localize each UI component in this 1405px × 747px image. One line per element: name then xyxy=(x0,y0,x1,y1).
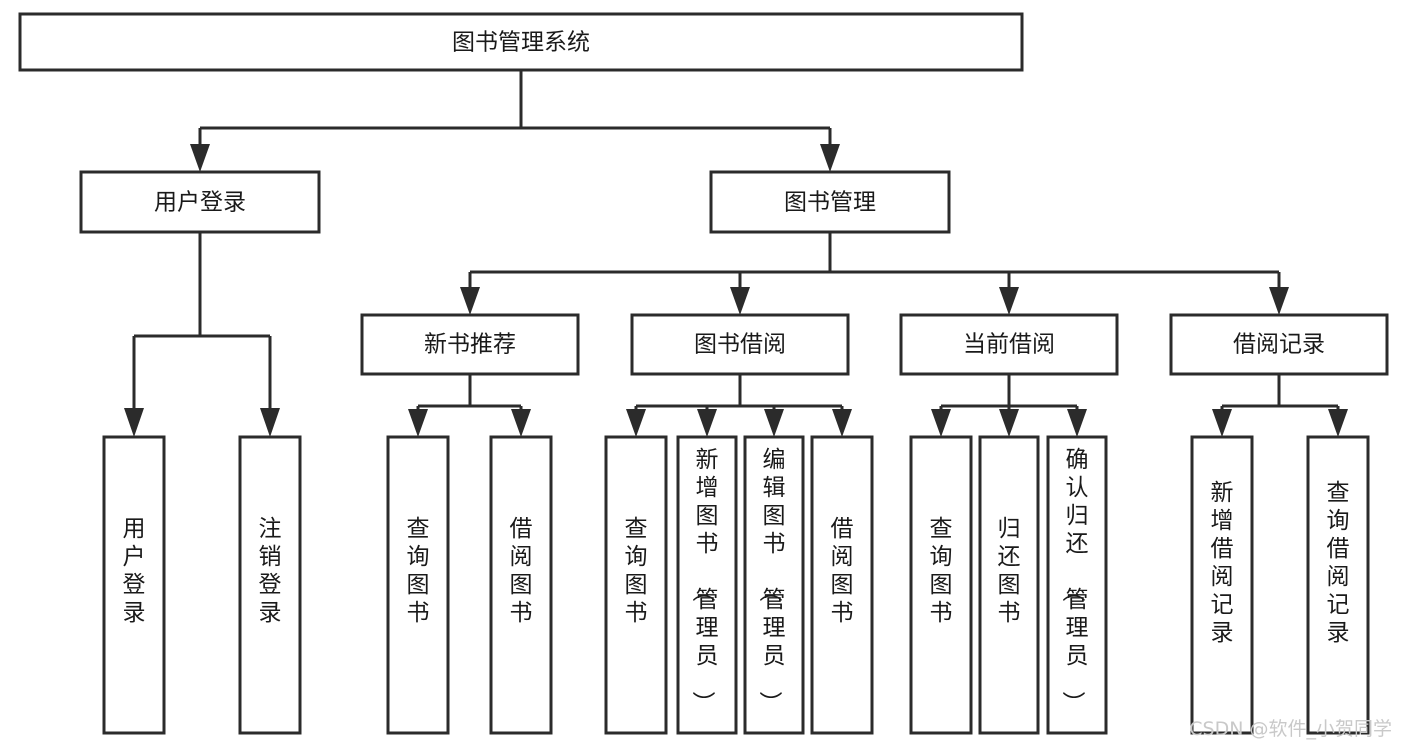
node-current-borrow-label: 当前借阅 xyxy=(963,332,1055,358)
node-leaf-borrow-book-b-box[interactable] xyxy=(810,435,874,735)
arrow-root-to-user-login xyxy=(190,144,210,172)
node-leaf-add-borrow-record[interactable]: 新增借阅记录 xyxy=(1190,435,1254,735)
node-borrow-records-box[interactable] xyxy=(1169,313,1389,376)
node-book-management[interactable]: 图书管理 xyxy=(709,170,951,234)
node-book-borrow-box[interactable] xyxy=(630,313,850,376)
node-leaf-add-book[interactable]: 新增图书（管理员） xyxy=(676,435,738,735)
node-leaf-query-book-a-box[interactable] xyxy=(386,435,450,735)
node-leaf-add-borrow-record-box[interactable] xyxy=(1190,435,1254,735)
arrow-borrow-leaf-0 xyxy=(626,409,646,437)
node-leaf-return-book[interactable]: 归还图书 xyxy=(978,435,1040,735)
node-leaf-query-borrow-record-box[interactable] xyxy=(1306,435,1370,735)
node-new-book-recommend-label: 新书推荐 xyxy=(424,332,516,358)
node-leaf-edit-book[interactable]: 编辑图书（管理员） xyxy=(743,435,805,735)
arrow-new-book-leaf-1 xyxy=(511,409,531,437)
node-leaf-query-book-b-box[interactable] xyxy=(604,435,668,735)
arrow-current-leaf-2 xyxy=(1067,409,1087,437)
node-leaf-user-login-label: 用户登录 xyxy=(123,516,146,626)
node-leaf-borrow-book-a[interactable]: 借阅图书 xyxy=(489,435,553,735)
node-leaf-confirm-return[interactable]: 确认归还（管理员） xyxy=(1046,435,1108,735)
node-leaf-logout[interactable]: 注销登录 xyxy=(238,435,302,735)
node-leaf-query-book-c-box[interactable] xyxy=(909,435,973,735)
arrow-borrow-leaf-3 xyxy=(832,409,852,437)
node-book-management-label: 图书管理 xyxy=(784,190,876,216)
node-book-borrow[interactable]: 图书借阅 xyxy=(630,313,850,376)
node-borrow-records-label: 借阅记录 xyxy=(1233,332,1325,358)
arrow-current-leaf-0 xyxy=(931,409,951,437)
node-root-box[interactable] xyxy=(18,12,1024,72)
node-root[interactable]: 图书管理系统 xyxy=(18,12,1024,72)
node-leaf-query-book-a[interactable]: 查询图书 xyxy=(386,435,450,735)
node-root-label: 图书管理系统 xyxy=(452,30,590,56)
arrow-records-leaf-0 xyxy=(1212,409,1232,437)
arrow-book-mgmt-records xyxy=(1269,287,1289,315)
node-leaf-add-book-box[interactable] xyxy=(676,435,738,735)
arrow-book-mgmt-borrow xyxy=(730,287,750,315)
csdn-watermark: CSDN @软件_小贺同学 xyxy=(1189,718,1392,740)
node-leaf-query-book-c-label: 查询图书 xyxy=(930,516,953,626)
node-leaf-user-login-box[interactable] xyxy=(102,435,166,735)
node-leaf-query-borrow-record-label: 查询借阅记录 xyxy=(1327,480,1350,646)
connector-layer xyxy=(124,70,1348,437)
arrow-borrow-leaf-2 xyxy=(764,409,784,437)
node-leaf-confirm-return-label: 确认归还（管理员） xyxy=(1060,447,1089,714)
arrow-borrow-leaf-1 xyxy=(697,409,717,437)
arrow-current-leaf-1 xyxy=(999,409,1019,437)
arrow-user-login-leaf-1 xyxy=(260,408,280,437)
arrow-root-to-book-mgmt xyxy=(820,144,840,172)
node-current-borrow-box[interactable] xyxy=(899,313,1119,376)
node-leaf-borrow-book-b-label: 借阅图书 xyxy=(831,516,854,626)
node-leaf-edit-book-box[interactable] xyxy=(743,435,805,735)
node-leaf-borrow-book-a-label: 借阅图书 xyxy=(510,516,533,626)
node-new-book-recommend[interactable]: 新书推荐 xyxy=(360,313,580,376)
arrow-book-mgmt-current xyxy=(999,287,1019,315)
node-user-login-label: 用户登录 xyxy=(154,190,246,216)
node-leaf-query-book-b-label: 查询图书 xyxy=(625,516,648,626)
node-new-book-recommend-box[interactable] xyxy=(360,313,580,376)
node-leaf-logout-label: 注销登录 xyxy=(259,516,282,626)
node-leaf-return-book-box[interactable] xyxy=(978,435,1040,735)
arrow-book-mgmt-new-book xyxy=(460,287,480,315)
node-leaf-query-book-a-label: 查询图书 xyxy=(407,516,430,626)
node-current-borrow[interactable]: 当前借阅 xyxy=(899,313,1119,376)
node-leaf-edit-book-label: 编辑图书（管理员） xyxy=(757,447,786,714)
node-leaf-add-book-label: 新增图书（管理员） xyxy=(690,447,719,714)
arrow-user-login-leaf-0 xyxy=(124,408,144,437)
node-user-login-box[interactable] xyxy=(79,170,321,234)
node-leaf-logout-box[interactable] xyxy=(238,435,302,735)
node-leaf-add-borrow-record-label: 新增借阅记录 xyxy=(1211,480,1234,646)
arrow-new-book-leaf-0 xyxy=(408,409,428,437)
node-book-management-box[interactable] xyxy=(709,170,951,234)
node-leaf-return-book-label: 归还图书 xyxy=(998,516,1021,626)
node-leaf-confirm-return-box[interactable] xyxy=(1046,435,1108,735)
node-leaf-query-borrow-record[interactable]: 查询借阅记录 xyxy=(1306,435,1370,735)
node-leaf-borrow-book-a-box[interactable] xyxy=(489,435,553,735)
node-book-borrow-label: 图书借阅 xyxy=(694,332,786,358)
node-borrow-records[interactable]: 借阅记录 xyxy=(1169,313,1389,376)
node-leaf-query-book-c[interactable]: 查询图书 xyxy=(909,435,973,735)
node-leaf-user-login[interactable]: 用户登录 xyxy=(102,435,166,735)
node-user-login[interactable]: 用户登录 xyxy=(79,170,321,234)
node-leaf-query-book-b[interactable]: 查询图书 xyxy=(604,435,668,735)
arrow-records-leaf-1 xyxy=(1328,409,1348,437)
node-leaf-borrow-book-b[interactable]: 借阅图书 xyxy=(810,435,874,735)
